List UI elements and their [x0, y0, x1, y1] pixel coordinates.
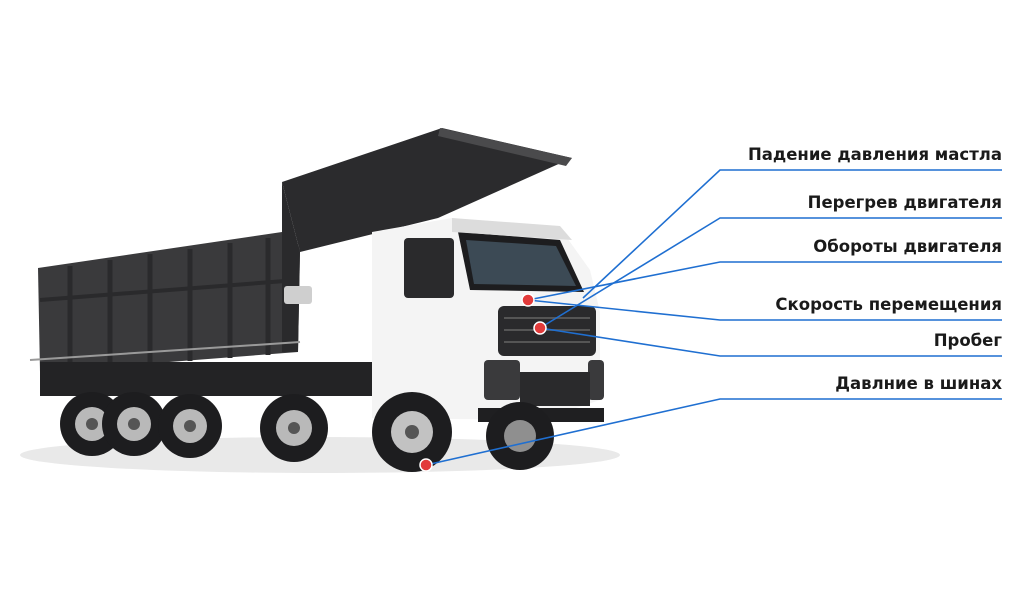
- sensor-points: [419, 293, 547, 472]
- label-mileage: Пробег: [933, 331, 1002, 350]
- sensor-dot-grille: [533, 321, 547, 335]
- connector-2: [539, 217, 1002, 329]
- connector-lines: [425, 169, 1002, 466]
- sensor-dot-dashboard: [521, 293, 535, 307]
- bumper: [520, 372, 590, 406]
- sensor-dot-tire: [419, 458, 433, 472]
- body-logo-plate: [284, 286, 312, 304]
- connector-6: [425, 398, 1002, 466]
- label-travel-speed: Скорость перемещения: [775, 295, 1002, 314]
- dump-body: [38, 232, 300, 372]
- side-window: [404, 238, 454, 298]
- label-engine-rpm: Обороты двигателя: [813, 237, 1002, 256]
- dump-canopy: [282, 128, 572, 252]
- dump-ribs: [67, 238, 271, 370]
- connector-5: [539, 327, 1002, 357]
- label-oil-pressure-drop: Падение давления мастла: [747, 145, 1002, 164]
- label-tire-pressure: Давлние в шинах: [835, 374, 1002, 393]
- connector-1: [582, 169, 1002, 299]
- wheels: [60, 392, 554, 472]
- headlight-right: [588, 360, 604, 400]
- label-engine-overheat: Перегрев двигателя: [807, 193, 1002, 212]
- connector-4: [527, 299, 1002, 321]
- headlight-left: [484, 360, 520, 400]
- connector-3: [527, 261, 1002, 301]
